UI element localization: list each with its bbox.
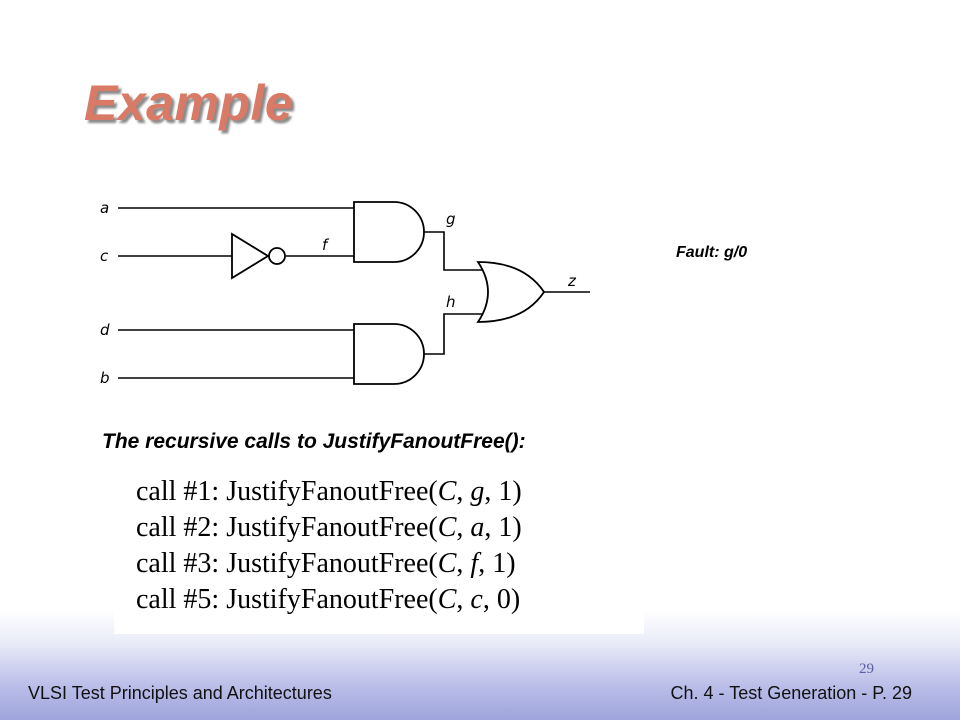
and-gate-top bbox=[353, 201, 425, 263]
call-3-signal: f bbox=[470, 548, 479, 579]
call-item-3: call #3: JustifyFanoutFree(C, f, 1) bbox=[136, 548, 516, 579]
call-4-circuit: C bbox=[437, 584, 457, 615]
call-3-circuit: C bbox=[437, 548, 457, 579]
call-4-signal: c bbox=[470, 584, 483, 615]
wire-g bbox=[424, 231, 488, 271]
call-2-value: 1 bbox=[498, 512, 513, 543]
circuit-diagram: a c d b f g h z bbox=[100, 199, 590, 387]
call-4-prefix: call #5: JustifyFanoutFree( bbox=[136, 584, 438, 615]
footer-chapter: Ch. 4 - Test Generation - P. 29 bbox=[670, 683, 912, 703]
recursion-heading: The recursive calls to JustifyFanoutFree… bbox=[102, 430, 526, 453]
signal-label-h: h bbox=[446, 293, 456, 311]
call-2-signal: a bbox=[470, 512, 485, 543]
fault-label: Fault: g/0 bbox=[676, 244, 748, 261]
footer-book-title: VLSI Test Principles and Architectures bbox=[28, 683, 332, 703]
call-1-prefix: call #1: JustifyFanoutFree( bbox=[136, 476, 438, 507]
call-item-1: call #1: JustifyFanoutFree(C, g, 1) bbox=[136, 476, 522, 507]
or-gate bbox=[476, 261, 546, 323]
call-item-4: call #5: JustifyFanoutFree(C, c, 0) bbox=[136, 584, 521, 615]
not-gate-bubble bbox=[268, 247, 286, 265]
wire-h bbox=[424, 313, 488, 355]
call-1-value: 1 bbox=[498, 476, 513, 507]
not-gate bbox=[231, 232, 270, 280]
call-4-value: 0 bbox=[496, 584, 511, 615]
slide-title: Example bbox=[84, 75, 294, 131]
call-item-2: call #2: JustifyFanoutFree(C, a, 1) bbox=[136, 512, 522, 543]
call-3-prefix: call #3: JustifyFanoutFree( bbox=[136, 548, 438, 579]
call-1-circuit: C bbox=[437, 476, 457, 507]
call-4-suffix: ) bbox=[510, 584, 521, 615]
signal-label-a: a bbox=[100, 199, 109, 217]
call-list: call #1: JustifyFanoutFree(C, g, 1) call… bbox=[114, 474, 644, 634]
signal-label-z: z bbox=[567, 272, 577, 290]
signal-label-d: d bbox=[100, 321, 110, 339]
call-1-signal: g bbox=[470, 476, 485, 507]
signal-label-c: c bbox=[100, 247, 109, 265]
call-3-suffix: ) bbox=[506, 548, 516, 579]
signal-label-f: f bbox=[322, 236, 330, 254]
call-2-suffix: ) bbox=[512, 512, 522, 543]
call-1-suffix: ) bbox=[512, 476, 522, 507]
call-2-prefix: call #2: JustifyFanoutFree( bbox=[136, 512, 438, 543]
signal-label-g: g bbox=[446, 210, 456, 228]
page-number: 29 bbox=[859, 661, 874, 677]
call-2-circuit: C bbox=[437, 512, 457, 543]
and-gate-bottom bbox=[353, 323, 425, 385]
signal-label-b: b bbox=[100, 369, 110, 387]
call-3-value: 1 bbox=[492, 548, 507, 579]
